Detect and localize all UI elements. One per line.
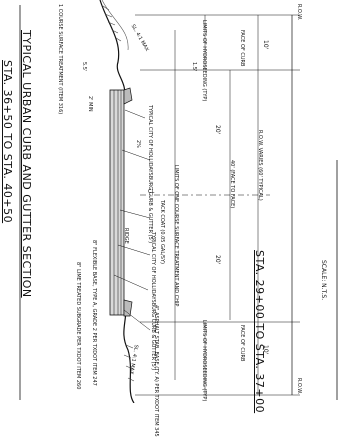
slope-percent-label: 2% (135, 140, 141, 148)
row-bottom-label: R.O.W. (296, 378, 302, 395)
subgrade-label: 8" LIME TREATED SUBGRADE PER TXDOT ITEM … (75, 262, 81, 390)
flex-base-label: 8" FLEXIBLE BASE, TYPE A, GRADE 2 PER TX… (91, 240, 97, 386)
dim-20-left: 20' (214, 125, 221, 135)
tack-coat-label: TACK COAT (0.05 GAL/SY) (159, 200, 165, 264)
leader-subgrade (113, 274, 149, 291)
left-title: TYPICAL URBAN CURB AND GUTTER SECTION (20, 30, 33, 298)
hydroseed-bottom-label: LIMITS OF HYDROSEEDING (TYP) (201, 320, 207, 402)
dim-10-bottom: 10' (262, 345, 269, 355)
right-scale: SCALE: N.T.S. (320, 260, 327, 301)
dim-10-top: 10' (262, 40, 269, 50)
dim-20-right: 20' (214, 255, 221, 265)
section-linework (19, 0, 338, 403)
leader-one-course (121, 149, 151, 161)
leader-flex-base (117, 244, 151, 256)
leader-tack (119, 209, 151, 219)
asphalt-stab-label: 4" ASPHALT STAB. BASE (TY. A) PER TXDOT … (153, 305, 159, 437)
embankment-hatch-marks (102, 5, 122, 42)
hydroseed-top-label: LIMITS OF HYDROSEEDING (TYP) (201, 20, 207, 102)
face-of-curb-top-label: FACE OF CURB (239, 30, 245, 67)
face-of-curb-bottom-label: FACE OF CURB (239, 325, 245, 362)
centerline-label: CL (148, 189, 155, 195)
pavement-structure (109, 89, 125, 316)
curb-gutter-bottom (123, 299, 133, 317)
right-title: STA. 29+00 TO STA. 37+00 (253, 250, 266, 414)
leader-curb-top (124, 109, 146, 119)
row-varies-label: R.O.W. VARIES (60' TYPICAL) (257, 130, 263, 201)
embankment-hatch-bottom (123, 344, 135, 382)
face-to-face-label: 40' (FACE TO FACE) (229, 160, 235, 209)
dim-5-5: 5.5' (81, 62, 87, 72)
embankment-hatch-top (101, 0, 129, 51)
ground-profile-top (99, 0, 126, 99)
dim-2-min: 2' MIN (87, 96, 93, 112)
curb-gutter-top (123, 87, 133, 105)
dim-1-5: 1.5' (191, 62, 197, 72)
row-top-label: R.O.W. (296, 4, 302, 21)
leader-asphalt (123, 309, 151, 331)
ridge-label: RIDGE (123, 228, 129, 244)
left-sta: STA. 36+50 TO STA. 40+50 (1, 60, 14, 224)
one-course-limits-label: LIMITS OF ONE COURSE SURFACE TREATMENT A… (173, 165, 179, 307)
typical-section-drawing: STA. 29+00 TO STA. 37+00 SCALE: N.T.S. T… (1, 0, 338, 437)
typ-curb-top-label: TYPICAL CITY OF HOLLIDAYSBURG CURB & GUT… (147, 105, 153, 244)
one-course-surface-label: 1 COURSE SURFACE TREATMENT (ITEM 316) (57, 4, 63, 115)
